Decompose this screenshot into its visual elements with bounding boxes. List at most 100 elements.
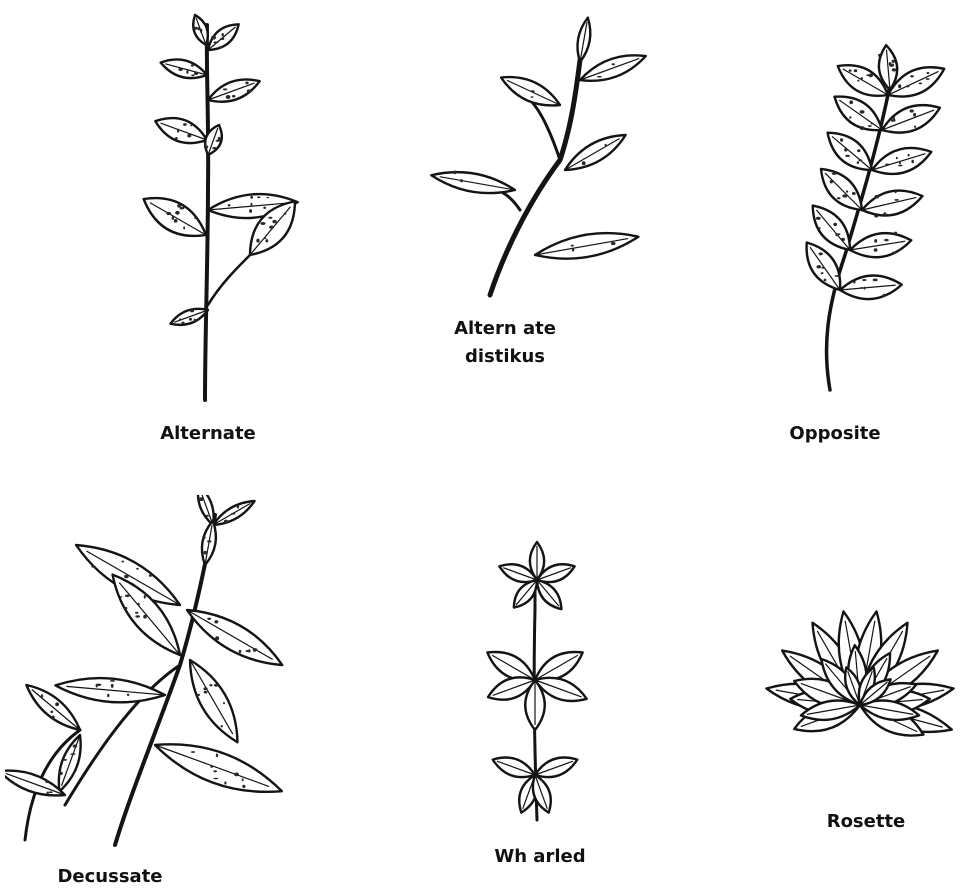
leaf-speckle [127,694,130,696]
leaf-speckle [70,753,75,755]
leaf-speckle [194,72,198,75]
leaf-speckle [841,238,845,241]
leaf-speckle [910,109,914,112]
leaf-speckle [234,773,239,777]
leaf-speckle [263,207,266,209]
stem [208,255,250,305]
leaf-speckle [873,279,878,282]
caption-decussate: Decussate [50,866,170,888]
leaf-speckle [821,272,824,274]
leaf-speckle [174,219,178,223]
leaf-speckle [224,520,229,524]
leaf-speckle [896,157,898,160]
leaf-speckle [124,575,129,578]
leaf-speckle [232,95,235,98]
leaf-speckle [884,239,889,241]
leaf-speckle [13,783,17,785]
leaf-speckle [926,78,930,80]
leaf-speckle [914,126,916,128]
leaf-speckle [906,85,910,87]
leaf-speckle [213,770,217,772]
leaf-speckle [212,147,217,149]
leaf-speckle [216,140,221,142]
leaf-speckle [883,212,886,215]
leaf-speckle [260,222,265,225]
stem [205,25,208,400]
leaf-speckle [177,129,179,133]
leaf-speckle [204,515,209,517]
leaf-speckle [111,684,114,688]
panel-alternate-distikus [420,10,670,300]
leaf-speckle [203,687,207,690]
rosette-plant-drawing [760,565,960,785]
leaf-midrib [32,690,80,730]
leaf-speckle [190,124,192,126]
leaf-speckle [582,161,586,165]
leaf-speckle [269,226,274,229]
leaf-speckle [166,212,171,215]
leaf-speckle [135,612,138,614]
leaf-speckle [892,119,896,122]
leaf-speckle [136,568,139,570]
leaf-speckle [107,694,109,698]
leaf-speckle [849,116,851,118]
leaf-speckle [198,27,201,30]
leaf-speckle [149,574,152,577]
leaf-speckle [268,217,272,219]
alternate-plant-drawing [110,5,330,405]
leaf-speckle [892,60,895,63]
leaf-speckle [894,199,899,201]
leaf-speckle [605,144,607,146]
leaf-speckle [203,536,206,539]
leaf-speckle [835,275,840,277]
leaf-speckle [845,155,850,157]
leaf-speckle [612,63,615,65]
leaf-speckle [597,76,602,78]
leaf-speckle [272,220,276,223]
leaf-speckle [874,215,878,217]
leaf-speckle [892,252,896,254]
leaf-speckle [52,716,55,720]
leaf-speckle [175,137,178,139]
leaf-speckle [267,197,270,199]
leaf-speckle [857,161,859,164]
panel-rosette [760,565,960,785]
leaf-speckle [197,694,200,696]
leaf-speckle [893,117,895,119]
leaf-speckle [894,232,897,234]
leaf-speckle [183,226,185,229]
leaf-speckle [214,684,218,687]
leaf-speckle [121,561,124,563]
leaf-speckle [460,179,463,182]
leaf-speckle [871,123,874,125]
leaf-speckle [911,160,914,163]
leaf-speckle [530,96,533,98]
leaf-speckle [191,751,195,753]
leaf-speckle [846,190,848,193]
leaf-speckle [816,217,821,220]
leaf-speckle [204,691,208,694]
leaf-speckle [172,216,174,220]
leaf-speckle [824,279,827,282]
leaf-speckle [41,694,43,697]
leaf-speckle [191,74,194,76]
panel-wharled [455,540,620,825]
leaf-speckle [862,279,866,281]
leaf-speckle [191,64,195,66]
leaf-speckle [860,287,862,289]
leaf-speckle [874,248,878,252]
leaf-speckle [895,191,897,193]
leaf-speckle [572,248,574,251]
leaf-speckle [885,164,889,166]
leaf-speckle [852,192,856,195]
leaf-speckle [868,125,872,127]
panel-alternate [110,5,330,405]
leaf-speckle [215,636,219,640]
leaf-speckle [857,80,859,82]
leaf-speckle [242,785,245,788]
leaf-speckle [190,310,194,313]
leaf-speckle [213,41,218,43]
leaf-speckle [224,781,226,784]
leaf-speckle [866,74,869,76]
